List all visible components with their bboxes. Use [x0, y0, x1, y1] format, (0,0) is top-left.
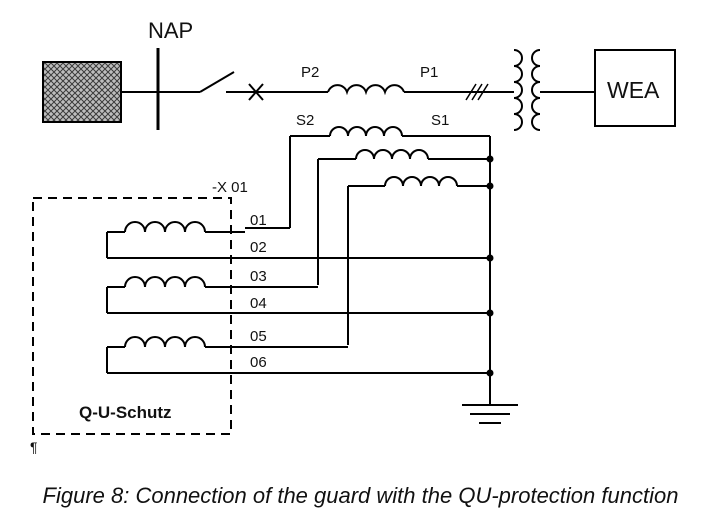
relay-coil-2 [124, 276, 206, 288]
primary-coil [327, 84, 405, 96]
ground-icon [462, 404, 518, 424]
relay-box [32, 197, 232, 435]
terminal-strip-label: -X 01 [212, 179, 248, 196]
relay-coil-3 [124, 336, 206, 348]
wea-box [594, 49, 676, 127]
figure-caption: Figure 8: Connection of the guard with t… [42, 483, 679, 508]
breaker-cross-icon [248, 83, 264, 101]
transformer-icon [513, 49, 541, 131]
terminal-06-label: 06 [250, 354, 267, 371]
terminal-02-label: 02 [250, 239, 267, 256]
terminal-04-label: 04 [250, 295, 267, 312]
relay-coil-1 [124, 221, 206, 233]
p2-label: P2 [301, 64, 319, 81]
ct1-coil [329, 126, 403, 137]
pilcrow-mark: ¶ [30, 439, 38, 455]
terminal-05-label: 05 [250, 328, 267, 345]
terminal-03-label: 03 [250, 268, 267, 285]
nap-label: NAP [148, 18, 193, 43]
s1-label: S1 [431, 112, 449, 129]
ct2-coil [355, 149, 429, 160]
grid-source-box [42, 61, 122, 123]
relay-label: Q-U-Schutz [79, 403, 172, 422]
terminal-01-label: 01 [250, 212, 267, 229]
three-phase-icon [465, 83, 489, 101]
wea-label: WEA [607, 77, 660, 103]
p1-label: P1 [420, 64, 438, 81]
ct3-coil [384, 176, 458, 187]
switch-blade [199, 71, 235, 93]
s2-label: S2 [296, 112, 314, 129]
